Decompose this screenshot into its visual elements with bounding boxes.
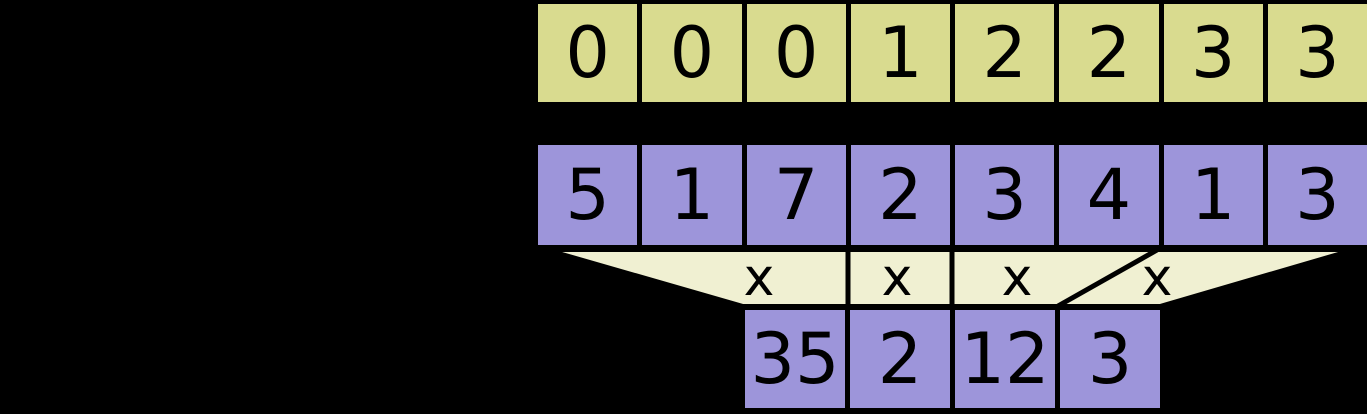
keys-cell: 2 [955, 4, 1055, 102]
keys-cell: 0 [538, 4, 638, 102]
values-cell: 3 [955, 145, 1055, 245]
values-cell: 1 [1163, 145, 1263, 245]
keys-cell: 1 [850, 4, 950, 102]
values-cell: 4 [1059, 145, 1159, 245]
keys-cell: 3 [1163, 4, 1263, 102]
keys-cell: 3 [1267, 4, 1367, 102]
values-cell: 5 [538, 145, 638, 245]
funnel-diagonal-divider [1056, 247, 1159, 309]
keys-cell: 0 [642, 4, 742, 102]
keys-cell: 2 [1059, 4, 1159, 102]
results-row: 35 2 12 3 [745, 310, 1160, 408]
values-cell: 3 [1267, 145, 1367, 245]
values-cell: 7 [746, 145, 846, 245]
multiply-operator: x [1141, 248, 1173, 308]
results-cell: 35 [745, 310, 845, 408]
values-cell: 1 [642, 145, 742, 245]
multiply-operator: x [881, 248, 913, 308]
keys-row: 0 0 0 1 2 2 3 3 [538, 4, 1367, 102]
values-row: 5 1 7 2 3 4 1 3 [538, 145, 1367, 245]
results-cell: 2 [850, 310, 950, 408]
results-cell: 3 [1060, 310, 1160, 408]
results-cell: 12 [955, 310, 1055, 408]
multiply-operator: x [1001, 248, 1033, 308]
multiply-operator: x [743, 248, 775, 308]
values-cell: 2 [850, 145, 950, 245]
keys-cell: 0 [746, 4, 846, 102]
